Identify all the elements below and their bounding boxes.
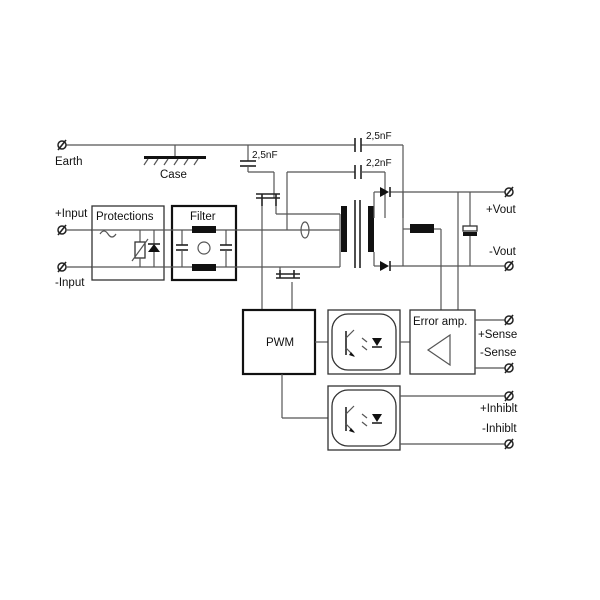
plus-sense-terminal-icon[interactable] [504,314,514,326]
minus-input-label: -Input [55,277,85,289]
filter-choke-bottom-icon [192,264,216,271]
cap-primary-secondary-value: 2,2nF [366,158,392,169]
error-amp-block [409,309,476,375]
minus-sense-terminal-icon[interactable] [504,362,514,374]
output-capacitor-icon [462,225,478,236]
mosfet-upper-icon [256,193,280,206]
capacitor-earth-output-icon [354,138,362,152]
optocoupler-feedback-block [327,309,401,375]
optocoupler-inhibit-block [327,385,401,451]
plus-input-terminal-icon[interactable] [57,224,67,236]
capacitor-primary-secondary-icon [286,165,386,230]
earth-label: Earth [55,156,83,168]
cap-earth-input-value: 2,5nF [252,150,278,161]
fuse-icon [99,230,117,238]
rectifier-diode-upper-icon [380,187,391,197]
transformer-icon [341,200,374,268]
case-label: Case [160,169,187,181]
secondary-wiring [373,191,505,310]
mosfet-lower-icon [276,267,300,279]
filter-label: Filter [190,211,216,223]
error-amp-label: Error amp. [413,316,467,328]
minus-sense-label: -Sense [480,347,516,359]
plus-vout-label: +Vout [486,204,517,216]
output-choke-icon [410,224,434,233]
cap-earth-output-value: 2,5nF [366,131,392,142]
filter-internals [164,226,236,271]
rectifier-diode-lower-icon [380,261,391,271]
plus-sense-label: +Sense [478,329,517,341]
pwm-label: PWM [266,337,294,349]
minus-vout-terminal-icon[interactable] [504,260,514,272]
current-sense-icon [300,221,310,239]
plus-input-label: +Input [55,208,88,220]
minus-input-terminal-icon[interactable] [57,261,67,273]
plus-inhibit-terminal-icon[interactable] [504,390,514,402]
varistor-icon [131,230,149,267]
minus-inhibit-label: -Inhiblt [482,423,517,435]
protections-label: Protections [96,211,154,223]
primary-wiring [236,206,341,310]
diode-icon [148,230,160,267]
filter-choke-top-icon [192,226,216,233]
minus-inhibit-terminal-icon[interactable] [504,438,514,450]
case-ground-icon [143,145,206,166]
filter-cap-right-icon [220,230,232,267]
earth-terminal-icon[interactable] [57,139,67,151]
plus-inhibit-label: +Inhiblt [480,403,518,415]
amplifier-icon [426,333,451,367]
filter-core-icon [197,241,211,255]
plus-vout-terminal-icon[interactable] [504,186,514,198]
protections-block [91,205,165,281]
filter-cap-left-icon [176,230,188,267]
protections-internals [92,229,164,268]
pwm-block [241,308,317,376]
minus-vout-label: -Vout [489,246,517,258]
